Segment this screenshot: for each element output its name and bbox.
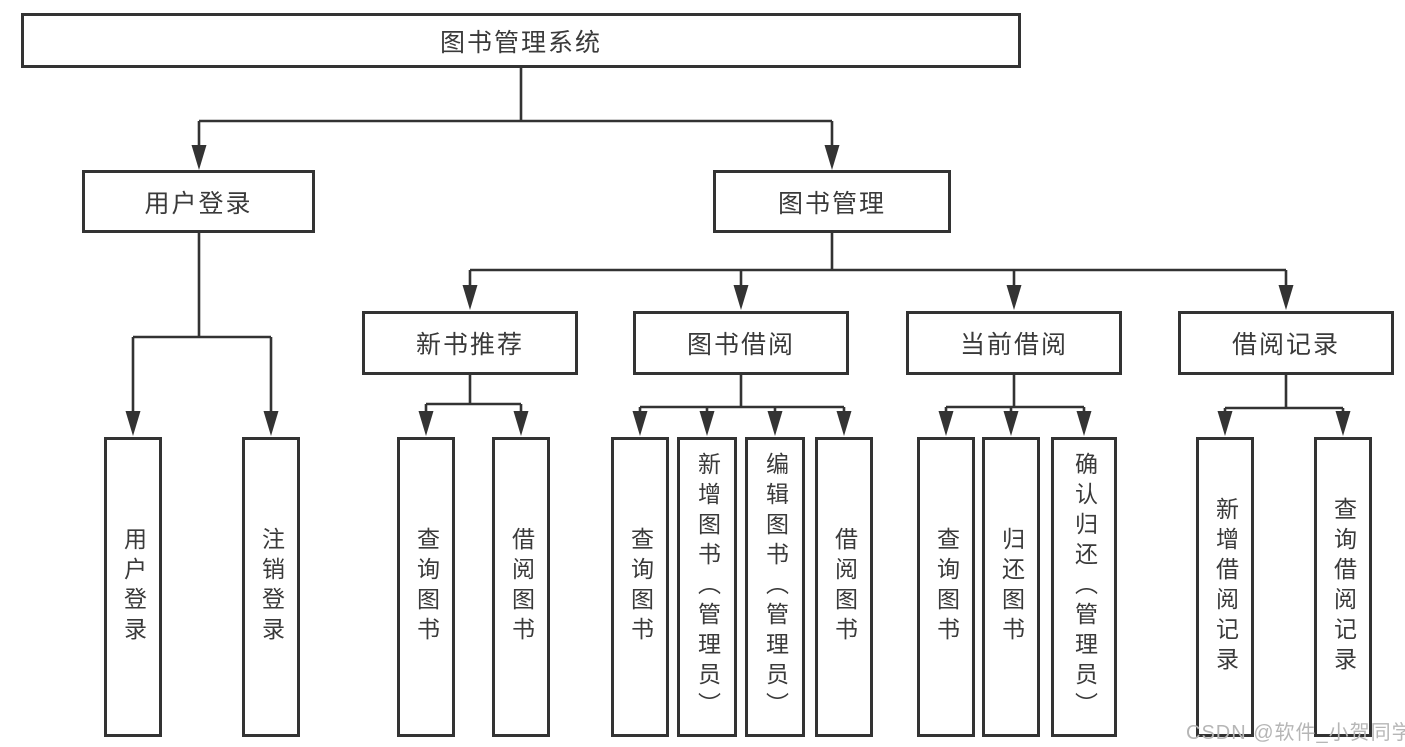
node-user-login: 用户登录 [82,170,315,233]
node-root: 图书管理系统 [21,13,1021,68]
node-leaf-query-books-borrow-label: 查询图书 [627,527,654,647]
node-leaf-query-books-recommend: 查询图书 [397,437,455,737]
node-leaf-return-books: 归还图书 [982,437,1040,737]
node-leaf-logout: 注销登录 [242,437,300,737]
node-leaf-add-books-admin-label: 新增图书（管理员） [694,452,721,722]
node-leaf-user-login: 用户登录 [104,437,162,737]
node-leaf-borrow-books-label: 借阅图书 [831,527,858,647]
node-book-management: 图书管理 [713,170,951,233]
node-current-borrow: 当前借阅 [906,311,1122,375]
node-leaf-query-borrow-record: 查询借阅记录 [1314,437,1372,737]
node-leaf-edit-books-admin: 编辑图书（管理员） [745,437,805,737]
node-leaf-confirm-return-admin: 确认归还（管理员） [1051,437,1117,737]
node-leaf-query-books-current: 查询图书 [917,437,975,737]
node-borrow-records: 借阅记录 [1178,311,1394,375]
node-leaf-query-borrow-record-label: 查询借阅记录 [1330,497,1357,677]
node-book-borrow-label: 图书借阅 [686,331,795,359]
node-leaf-query-books-borrow: 查询图书 [611,437,669,737]
node-current-borrow-label: 当前借阅 [959,331,1068,359]
node-leaf-borrow-books-recommend-label: 借阅图书 [508,527,535,647]
node-leaf-query-books-recommend-label: 查询图书 [413,527,440,647]
node-leaf-confirm-return-admin-label: 确认归还（管理员） [1071,452,1098,722]
node-book-management-label: 图书管理 [777,189,886,218]
node-leaf-borrow-books-recommend: 借阅图书 [492,437,550,737]
node-leaf-logout-label: 注销登录 [258,527,285,647]
node-leaf-return-books-label: 归还图书 [998,527,1025,647]
node-leaf-add-books-admin: 新增图书（管理员） [677,437,737,737]
node-book-borrow: 图书借阅 [633,311,849,375]
node-root-label: 图书管理系统 [439,28,602,57]
node-borrow-records-label: 借阅记录 [1231,331,1340,359]
node-user-login-label: 用户登录 [144,189,253,218]
watermark: CSDN @软件_小贺同学 [1186,722,1405,744]
node-new-book-recommend-label: 新书推荐 [415,331,524,359]
node-leaf-query-books-current-label: 查询图书 [933,527,960,647]
node-leaf-add-borrow-record: 新增借阅记录 [1196,437,1254,737]
node-new-book-recommend: 新书推荐 [362,311,578,375]
node-leaf-user-login-label: 用户登录 [120,527,147,647]
node-leaf-borrow-books: 借阅图书 [815,437,873,737]
node-leaf-add-borrow-record-label: 新增借阅记录 [1212,497,1239,677]
node-leaf-edit-books-admin-label: 编辑图书（管理员） [762,452,789,722]
